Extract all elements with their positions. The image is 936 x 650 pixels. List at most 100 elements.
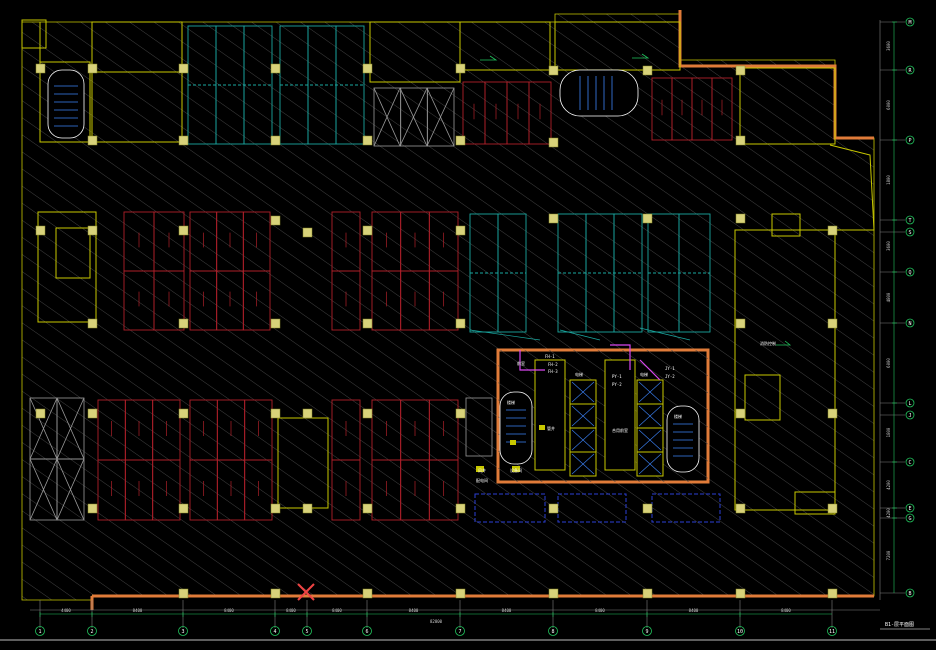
svg-text:7: 7 <box>458 629 461 635</box>
svg-text:4400: 4400 <box>61 608 71 613</box>
column <box>362 63 373 74</box>
column <box>270 63 281 74</box>
parking-bay <box>465 397 493 457</box>
svg-text:10: 10 <box>737 629 743 635</box>
axis-bubble-6: 6 <box>362 626 372 636</box>
svg-text:5: 5 <box>305 629 308 635</box>
svg-text:B1-层平面图: B1-层平面图 <box>885 622 914 628</box>
parking-bay <box>244 459 273 521</box>
parking-teal-bays <box>187 25 711 333</box>
svg-text:1800: 1800 <box>886 175 891 185</box>
parking-bay <box>426 87 455 147</box>
column <box>548 65 559 76</box>
column <box>455 503 466 514</box>
column <box>178 135 189 146</box>
column <box>827 588 838 599</box>
svg-text:JY-1: JY-1 <box>665 366 675 371</box>
svg-text:楼梯: 楼梯 <box>507 399 515 405</box>
svg-text:PY-2: PY-2 <box>612 382 622 387</box>
svg-text:FH-3: FH-3 <box>548 369 558 374</box>
svg-text:8400: 8400 <box>224 608 234 613</box>
column <box>827 318 838 329</box>
column <box>455 588 466 599</box>
structural-columns <box>35 63 838 599</box>
axis-bubble-M: M <box>905 17 915 27</box>
stair-nw <box>47 69 85 139</box>
svg-text:R: R <box>908 68 912 74</box>
hatched-floor <box>21 13 875 601</box>
svg-text:2: 2 <box>90 629 93 635</box>
column <box>35 408 46 419</box>
bay-hatch <box>29 458 58 521</box>
axis-bubble-4: 4 <box>270 626 280 636</box>
column <box>178 503 189 514</box>
column <box>270 588 281 599</box>
svg-text:8400: 8400 <box>286 608 296 613</box>
svg-text:楼梯: 楼梯 <box>674 413 682 419</box>
svg-text:S: S <box>908 230 911 236</box>
parking-white-bays <box>29 87 493 521</box>
column <box>362 135 373 146</box>
column <box>455 408 466 419</box>
bay-hatch <box>399 87 428 147</box>
ventilation-marks <box>480 53 792 346</box>
axis-bubble-10: 10 <box>735 626 745 636</box>
column <box>362 408 373 419</box>
svg-text:4200: 4200 <box>886 508 891 518</box>
bay-hatch <box>56 458 85 521</box>
axis-bubble-8: 8 <box>548 626 558 636</box>
column <box>270 408 281 419</box>
parking-red-bays <box>97 77 733 521</box>
parking-bay <box>242 270 271 331</box>
column <box>548 213 559 224</box>
core-callouts: FH-1 FH-2 FH-3 PY-1 PY-2 JY-1 JY-2 <box>545 354 675 387</box>
svg-text:FH-2: FH-2 <box>548 362 558 367</box>
red-cross-marker[interactable] <box>297 583 315 601</box>
svg-text:6000: 6000 <box>886 100 891 110</box>
axis-bubble-P: P <box>905 135 915 145</box>
svg-text:风井: 风井 <box>478 467 486 473</box>
parking-bay <box>153 270 185 331</box>
svg-text:8400: 8400 <box>332 608 342 613</box>
svg-text:8400: 8400 <box>781 608 791 613</box>
bay-hatch <box>426 87 455 147</box>
axis-bubble-9: 9 <box>642 626 652 636</box>
column <box>362 225 373 236</box>
svg-text:前室: 前室 <box>517 360 525 366</box>
svg-text:FH-1: FH-1 <box>545 354 555 359</box>
column <box>735 213 746 224</box>
column <box>735 65 746 76</box>
column <box>455 318 466 329</box>
column <box>362 318 373 329</box>
column <box>35 63 46 74</box>
column <box>302 408 313 419</box>
svg-text:T: T <box>908 218 911 224</box>
svg-text:3: 3 <box>181 629 184 635</box>
column <box>827 408 838 419</box>
stair-north-center <box>559 69 639 117</box>
svg-text:P: P <box>908 138 911 144</box>
axis-bubble-T: T <box>905 215 915 225</box>
column <box>270 503 281 514</box>
column <box>87 63 98 74</box>
column <box>455 135 466 146</box>
column <box>827 503 838 514</box>
svg-text:Q: Q <box>908 270 911 276</box>
room-labels: 前室 电梯 电梯 管井 楼梯 楼梯 合用前室 风井 设备间 配电间 消防控制 <box>476 340 776 483</box>
svg-text:6000: 6000 <box>886 358 891 368</box>
axis-bubble-R: R <box>905 65 915 75</box>
grid-lines <box>30 20 905 628</box>
column <box>362 588 373 599</box>
column <box>87 225 98 236</box>
svg-text:7200: 7200 <box>886 550 891 560</box>
svg-text:6: 6 <box>365 629 368 635</box>
column <box>362 503 373 514</box>
column <box>735 408 746 419</box>
column <box>455 63 466 74</box>
svg-text:8400: 8400 <box>502 608 512 613</box>
svg-text:管井: 管井 <box>547 425 555 431</box>
